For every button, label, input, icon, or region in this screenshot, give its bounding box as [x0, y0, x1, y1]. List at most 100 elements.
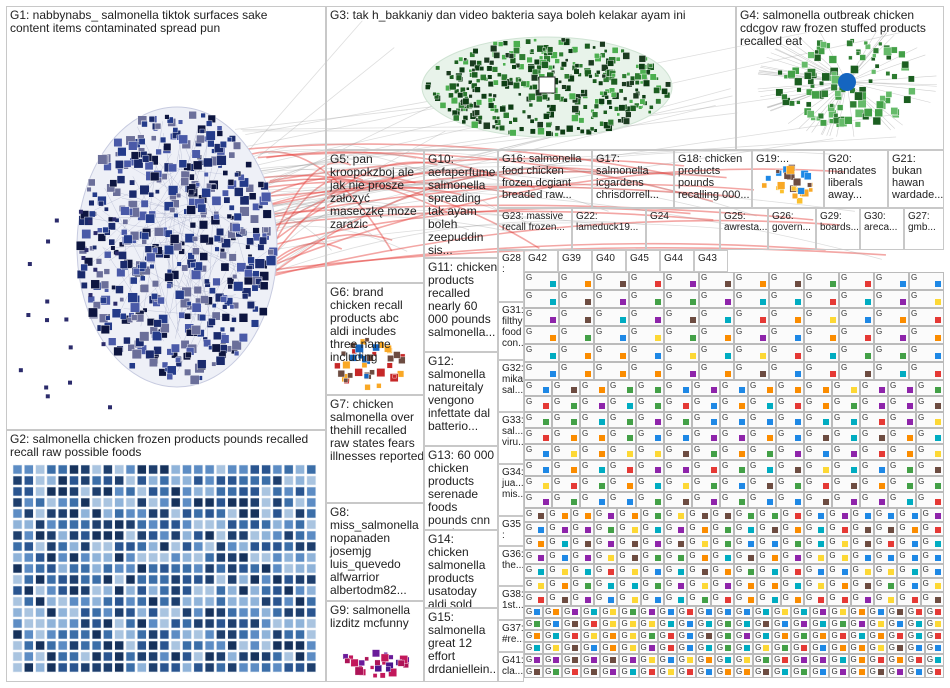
node — [273, 663, 282, 672]
small-group-label: G — [694, 477, 700, 486]
node — [630, 105, 636, 111]
node — [250, 487, 259, 496]
node — [142, 121, 148, 127]
node — [250, 520, 259, 529]
node — [559, 52, 564, 57]
node — [126, 586, 135, 595]
node — [58, 586, 67, 595]
node — [137, 476, 146, 485]
small-group-node — [725, 555, 731, 561]
small-group-label: G — [831, 607, 837, 616]
group-label-g16: G16: salmonella food chicken frozen dcgi… — [502, 153, 592, 201]
small-group-cell: G — [664, 564, 687, 578]
node — [240, 196, 249, 205]
small-group-cell: G — [699, 326, 734, 344]
small-group-node — [702, 583, 708, 589]
node — [602, 74, 606, 78]
small-group-cell: G — [664, 578, 687, 592]
small-group-cell: G — [617, 564, 640, 578]
node — [130, 277, 137, 284]
small-group-cell: G — [769, 308, 804, 326]
node — [58, 663, 67, 672]
small-group-label: G — [526, 327, 532, 336]
node — [234, 213, 242, 221]
node — [183, 663, 192, 672]
node — [528, 93, 535, 100]
small-group-label: G — [778, 493, 784, 502]
node — [239, 553, 248, 562]
small-group-label: G — [759, 509, 765, 518]
small-group-label: G — [694, 381, 700, 390]
small-group-label: G — [660, 643, 666, 652]
node — [126, 630, 135, 639]
small-group-node — [782, 657, 788, 663]
node — [81, 509, 90, 518]
small-group-cell: G — [827, 522, 850, 536]
node — [24, 663, 33, 672]
small-group-cell: G — [543, 654, 562, 666]
small-group-label: G — [631, 327, 637, 336]
small-group-cell: G — [769, 326, 804, 344]
small-group-cell: G — [804, 326, 839, 344]
group-label-g29: G29: boards... — [820, 211, 860, 233]
small-group-cell: G — [639, 606, 658, 618]
small-group-node — [744, 609, 750, 615]
small-group-label: G — [851, 643, 857, 652]
node — [149, 465, 158, 474]
node — [307, 531, 316, 540]
small-group-node — [668, 645, 674, 651]
small-group-cell: G — [664, 460, 692, 476]
node — [555, 59, 560, 64]
small-group-cell: G — [524, 564, 547, 578]
small-group-cell: G — [734, 308, 769, 326]
node — [36, 619, 45, 628]
node — [58, 564, 67, 573]
small-group-node — [879, 403, 885, 409]
small-group-cell: G — [887, 654, 906, 666]
small-group-cell: G — [524, 578, 547, 592]
node — [109, 239, 115, 245]
small-group-node — [585, 281, 591, 287]
node — [149, 476, 158, 485]
small-group-cell: G — [636, 412, 664, 428]
small-group-cell: G — [608, 460, 636, 476]
group-panel-g1: G1: nabbynabs_ salmonella tiktok surface… — [6, 6, 326, 430]
node — [103, 597, 112, 606]
node — [194, 608, 203, 617]
node — [160, 652, 169, 661]
node — [126, 465, 135, 474]
small-group-cell: G — [619, 618, 638, 630]
small-group-label: G — [736, 579, 742, 588]
small-group-label: G — [526, 445, 532, 454]
node — [118, 169, 123, 174]
node — [103, 553, 112, 562]
node — [513, 47, 519, 53]
small-group-cell: G — [639, 654, 658, 666]
small-group-node — [725, 621, 731, 627]
node — [183, 586, 192, 595]
node — [622, 74, 627, 79]
small-group-cell: G — [664, 476, 692, 492]
node — [212, 362, 216, 366]
small-group-node — [706, 657, 712, 663]
node — [239, 476, 248, 485]
node — [160, 487, 169, 496]
node — [454, 60, 458, 64]
node — [527, 115, 531, 119]
node — [81, 575, 90, 584]
node — [784, 75, 788, 79]
node — [892, 74, 898, 80]
node — [24, 586, 33, 595]
small-group-label: G — [666, 551, 672, 560]
small-group-cell: G — [580, 380, 608, 396]
node — [149, 542, 158, 551]
small-group-label: G — [619, 509, 625, 518]
node — [165, 115, 170, 120]
node — [142, 232, 149, 239]
small-group-cell: G — [524, 630, 543, 642]
node — [440, 102, 446, 108]
small-group-cell: G — [734, 536, 757, 550]
node — [104, 207, 108, 211]
node — [174, 213, 178, 217]
group-panel-g7: G7: chicken salmonella over thehill reca… — [326, 395, 424, 503]
